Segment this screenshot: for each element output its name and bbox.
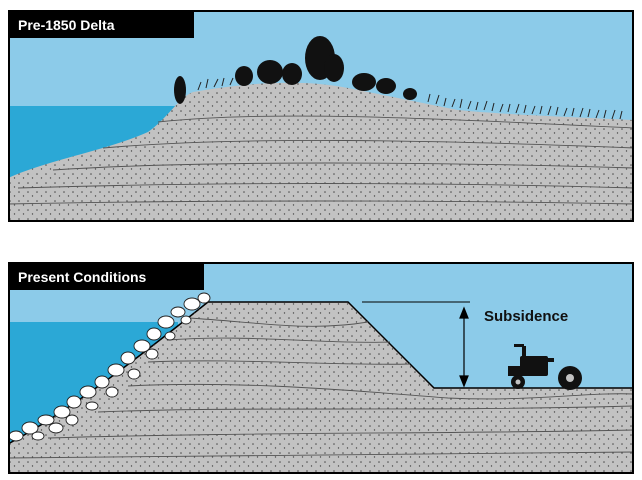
panel-pre-1850-delta: Pre-1850 Delta	[8, 10, 634, 222]
tree-icon	[174, 36, 417, 104]
double-arrow-icon	[459, 306, 469, 388]
panel-border	[8, 10, 634, 222]
soil-texture	[8, 302, 634, 474]
soil-texture	[8, 82, 634, 222]
panel-title: Pre-1850 Delta	[10, 12, 194, 38]
panel-border	[8, 262, 634, 474]
strata-lines	[8, 115, 634, 205]
riprap-rocks	[8, 292, 211, 442]
present-conditions-scene	[8, 262, 634, 474]
marsh-grass	[197, 77, 623, 120]
tractor-icon	[508, 344, 582, 390]
panel-present-conditions: Present Conditions Subsidence	[8, 262, 634, 474]
strata-lines	[8, 317, 634, 459]
panel-title: Present Conditions	[10, 264, 204, 290]
subsidence-label: Subsidence	[484, 308, 569, 325]
pre-1850-delta-scene	[8, 10, 634, 222]
